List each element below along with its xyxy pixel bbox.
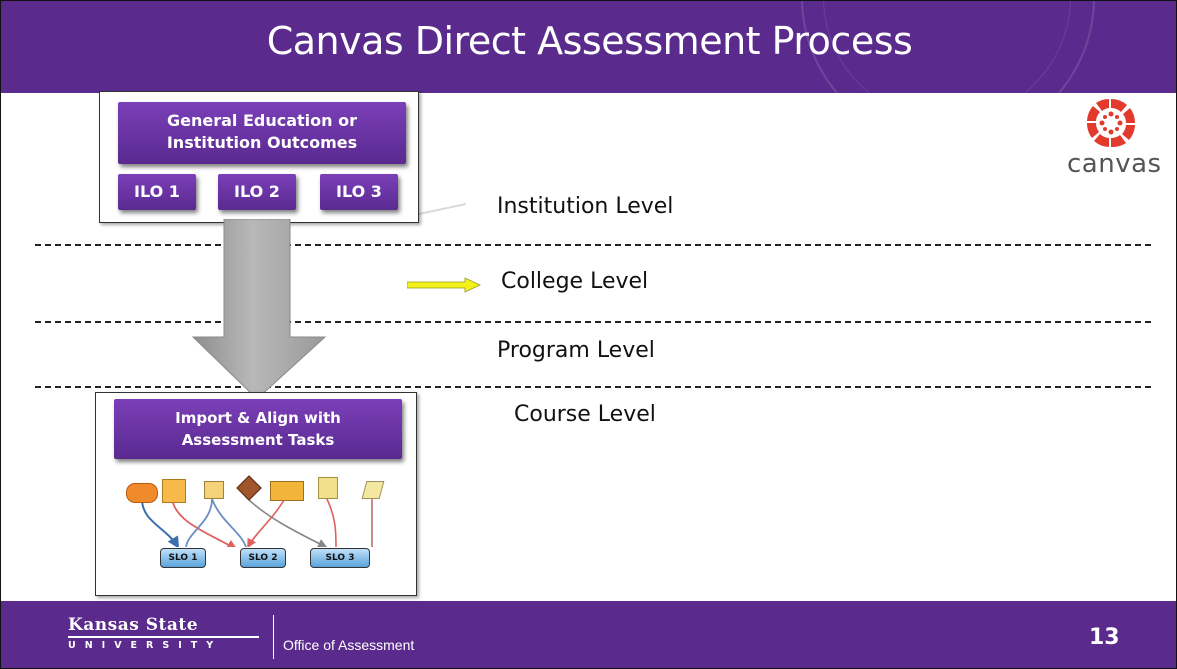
- level-divider-1: [35, 244, 1151, 246]
- logo-rule: [68, 636, 259, 638]
- alignment-diagram: [141, 496, 373, 547]
- institution-level-label: Institution Level: [497, 194, 674, 219]
- right-arrow-icon: [407, 277, 481, 293]
- university-name: Kansas State: [68, 615, 199, 635]
- kansas-state-logo: Kansas State UNIVERSITY: [68, 615, 259, 659]
- course-level-label: Course Level: [514, 402, 656, 427]
- college-level-label: College Level: [501, 269, 649, 294]
- assignment-icon: [162, 479, 186, 503]
- slo-2-badge: SLO 2: [240, 548, 286, 568]
- assessment-tasks-box: Import & Align with Assessment Tasks: [95, 392, 417, 596]
- canvas-logo-icon: [1086, 98, 1136, 148]
- slo-1-badge: SLO 1: [160, 548, 206, 568]
- import-align-heading-line1: Import & Align with: [175, 409, 341, 427]
- file-icon: [318, 477, 338, 499]
- page-number: 13: [1089, 625, 1120, 650]
- discussion-icon: [126, 483, 158, 503]
- import-align-heading-line2: Assessment Tasks: [181, 431, 335, 449]
- institution-outcomes-box: General Education or Institution Outcome…: [99, 91, 419, 223]
- slo-3-badge: SLO 3: [310, 548, 370, 568]
- import-align-heading: Import & Align with Assessment Tasks: [114, 399, 402, 459]
- footer-bar: [1, 601, 1176, 668]
- ilo-2-badge: ILO 2: [218, 174, 296, 210]
- slide-title: Canvas Direct Assessment Process: [266, 19, 913, 63]
- university-word: UNIVERSITY: [68, 640, 223, 651]
- title-bar: Canvas Direct Assessment Process: [1, 1, 1176, 145]
- institution-outcomes-heading-line2: Institution Outcomes: [166, 133, 358, 152]
- ilo-1-badge: ILO 1: [118, 174, 196, 210]
- institution-outcomes-heading-line1: General Education or: [167, 111, 357, 130]
- institution-outcomes-heading: General Education or Institution Outcome…: [118, 102, 406, 164]
- canvas-logo-text: canvas: [1067, 149, 1162, 179]
- level-divider-3: [35, 386, 1151, 388]
- assignment-icon: [270, 481, 304, 501]
- office-name: Office of Assessment: [283, 637, 415, 653]
- program-level-label: Program Level: [497, 338, 655, 363]
- ilo-3-badge: ILO 3: [320, 174, 398, 210]
- footer-divider: [273, 615, 274, 659]
- note-icon: [204, 481, 224, 499]
- down-arrow-icon: [191, 219, 327, 400]
- level-divider-2: [35, 321, 1151, 323]
